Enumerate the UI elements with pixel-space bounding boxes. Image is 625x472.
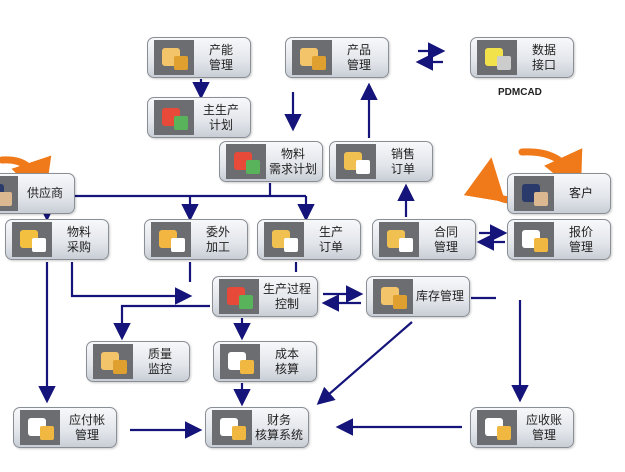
chart-icon — [154, 100, 194, 135]
document-icon — [220, 344, 260, 379]
node-label: 生产 订单 — [318, 224, 343, 254]
node-contract[interactable]: 合同 管理 — [372, 219, 476, 260]
arrow-inventory-to-finance — [316, 321, 413, 405]
node-label: 应付帐 管理 — [68, 412, 105, 442]
pdmcad-caption: PDMCAD — [498, 87, 542, 98]
node-quality[interactable]: 质量 监控 — [86, 341, 190, 382]
clipboard-icon — [379, 222, 419, 257]
node-cost[interactable]: 成本 核算 — [213, 341, 317, 382]
customer-cycle-arrow-top — [518, 148, 583, 196]
node-label: 应收账 管理 — [525, 412, 562, 442]
node-label: 合同 管理 — [433, 224, 458, 254]
node-supplier[interactable]: 供应商 — [0, 173, 75, 214]
node-label: 产能 管理 — [208, 42, 233, 72]
node-label: 财务 核算系统 — [254, 412, 303, 442]
document-icon — [20, 410, 60, 445]
chart-icon — [219, 279, 259, 314]
node-outsource[interactable]: 委外 加工 — [144, 219, 248, 260]
boxes-icon — [154, 40, 194, 75]
node-production-order[interactable]: 生产 订单 — [257, 219, 361, 260]
arrow-process-to-quality — [113, 304, 210, 341]
node-finance[interactable]: 财务 核算系统 — [205, 407, 309, 448]
boxes-icon — [93, 344, 133, 379]
cad-icon — [477, 40, 517, 75]
person-icon — [0, 176, 18, 211]
customer-cycle-arrow-left — [463, 157, 512, 204]
node-customer[interactable]: 客户 — [507, 173, 611, 214]
node-quotation[interactable]: 报价 管理 — [507, 219, 611, 260]
node-product[interactable]: 产品 管理 — [285, 37, 389, 78]
node-label: 物料 需求计划 — [268, 146, 317, 176]
document-icon — [477, 410, 517, 445]
package-icon — [151, 222, 191, 257]
node-master-plan[interactable]: 主生产 计划 — [147, 97, 251, 138]
truck-icon — [12, 222, 52, 257]
arrow-purchase-to-process — [70, 262, 193, 305]
node-label: 物料 采购 — [66, 224, 91, 254]
node-label: 报价 管理 — [568, 224, 593, 254]
boxes-icon — [373, 279, 413, 314]
node-mrp[interactable]: 物料 需求计划 — [219, 141, 323, 182]
node-label: 成本 核算 — [274, 346, 299, 376]
node-label: 主生产 计划 — [202, 102, 239, 132]
node-label: 库存管理 — [415, 289, 464, 303]
line-mrp-branch — [47, 183, 306, 198]
node-label: 供应商 — [26, 186, 63, 200]
node-label: 产品 管理 — [346, 42, 371, 72]
node-label: 委外 加工 — [205, 224, 230, 254]
document-icon — [514, 222, 554, 257]
node-sales-order[interactable]: 销售 订单 — [329, 141, 433, 182]
clipboard-icon — [336, 144, 376, 179]
node-label: 销售 订单 — [390, 146, 415, 176]
node-capacity[interactable]: 产能 管理 — [147, 37, 251, 78]
node-label: 质量 监控 — [147, 346, 172, 376]
boxes-icon — [292, 40, 332, 75]
node-inventory[interactable]: 库存管理 — [366, 276, 470, 317]
node-label: 数据 接口 — [531, 42, 556, 72]
node-purchase[interactable]: 物料 采购 — [5, 219, 109, 260]
clipboard-icon — [264, 222, 304, 257]
node-receivable[interactable]: 应收账 管理 — [470, 407, 574, 448]
node-data-interface[interactable]: 数据 接口 — [470, 37, 574, 78]
person-icon — [514, 176, 554, 211]
node-payable[interactable]: 应付帐 管理 — [13, 407, 117, 448]
chart-icon — [226, 144, 266, 179]
node-process-control[interactable]: 生产过程 控制 — [212, 276, 318, 317]
node-label: 客户 — [568, 186, 593, 200]
node-label: 生产过程 控制 — [262, 281, 311, 311]
document-icon — [212, 410, 252, 445]
